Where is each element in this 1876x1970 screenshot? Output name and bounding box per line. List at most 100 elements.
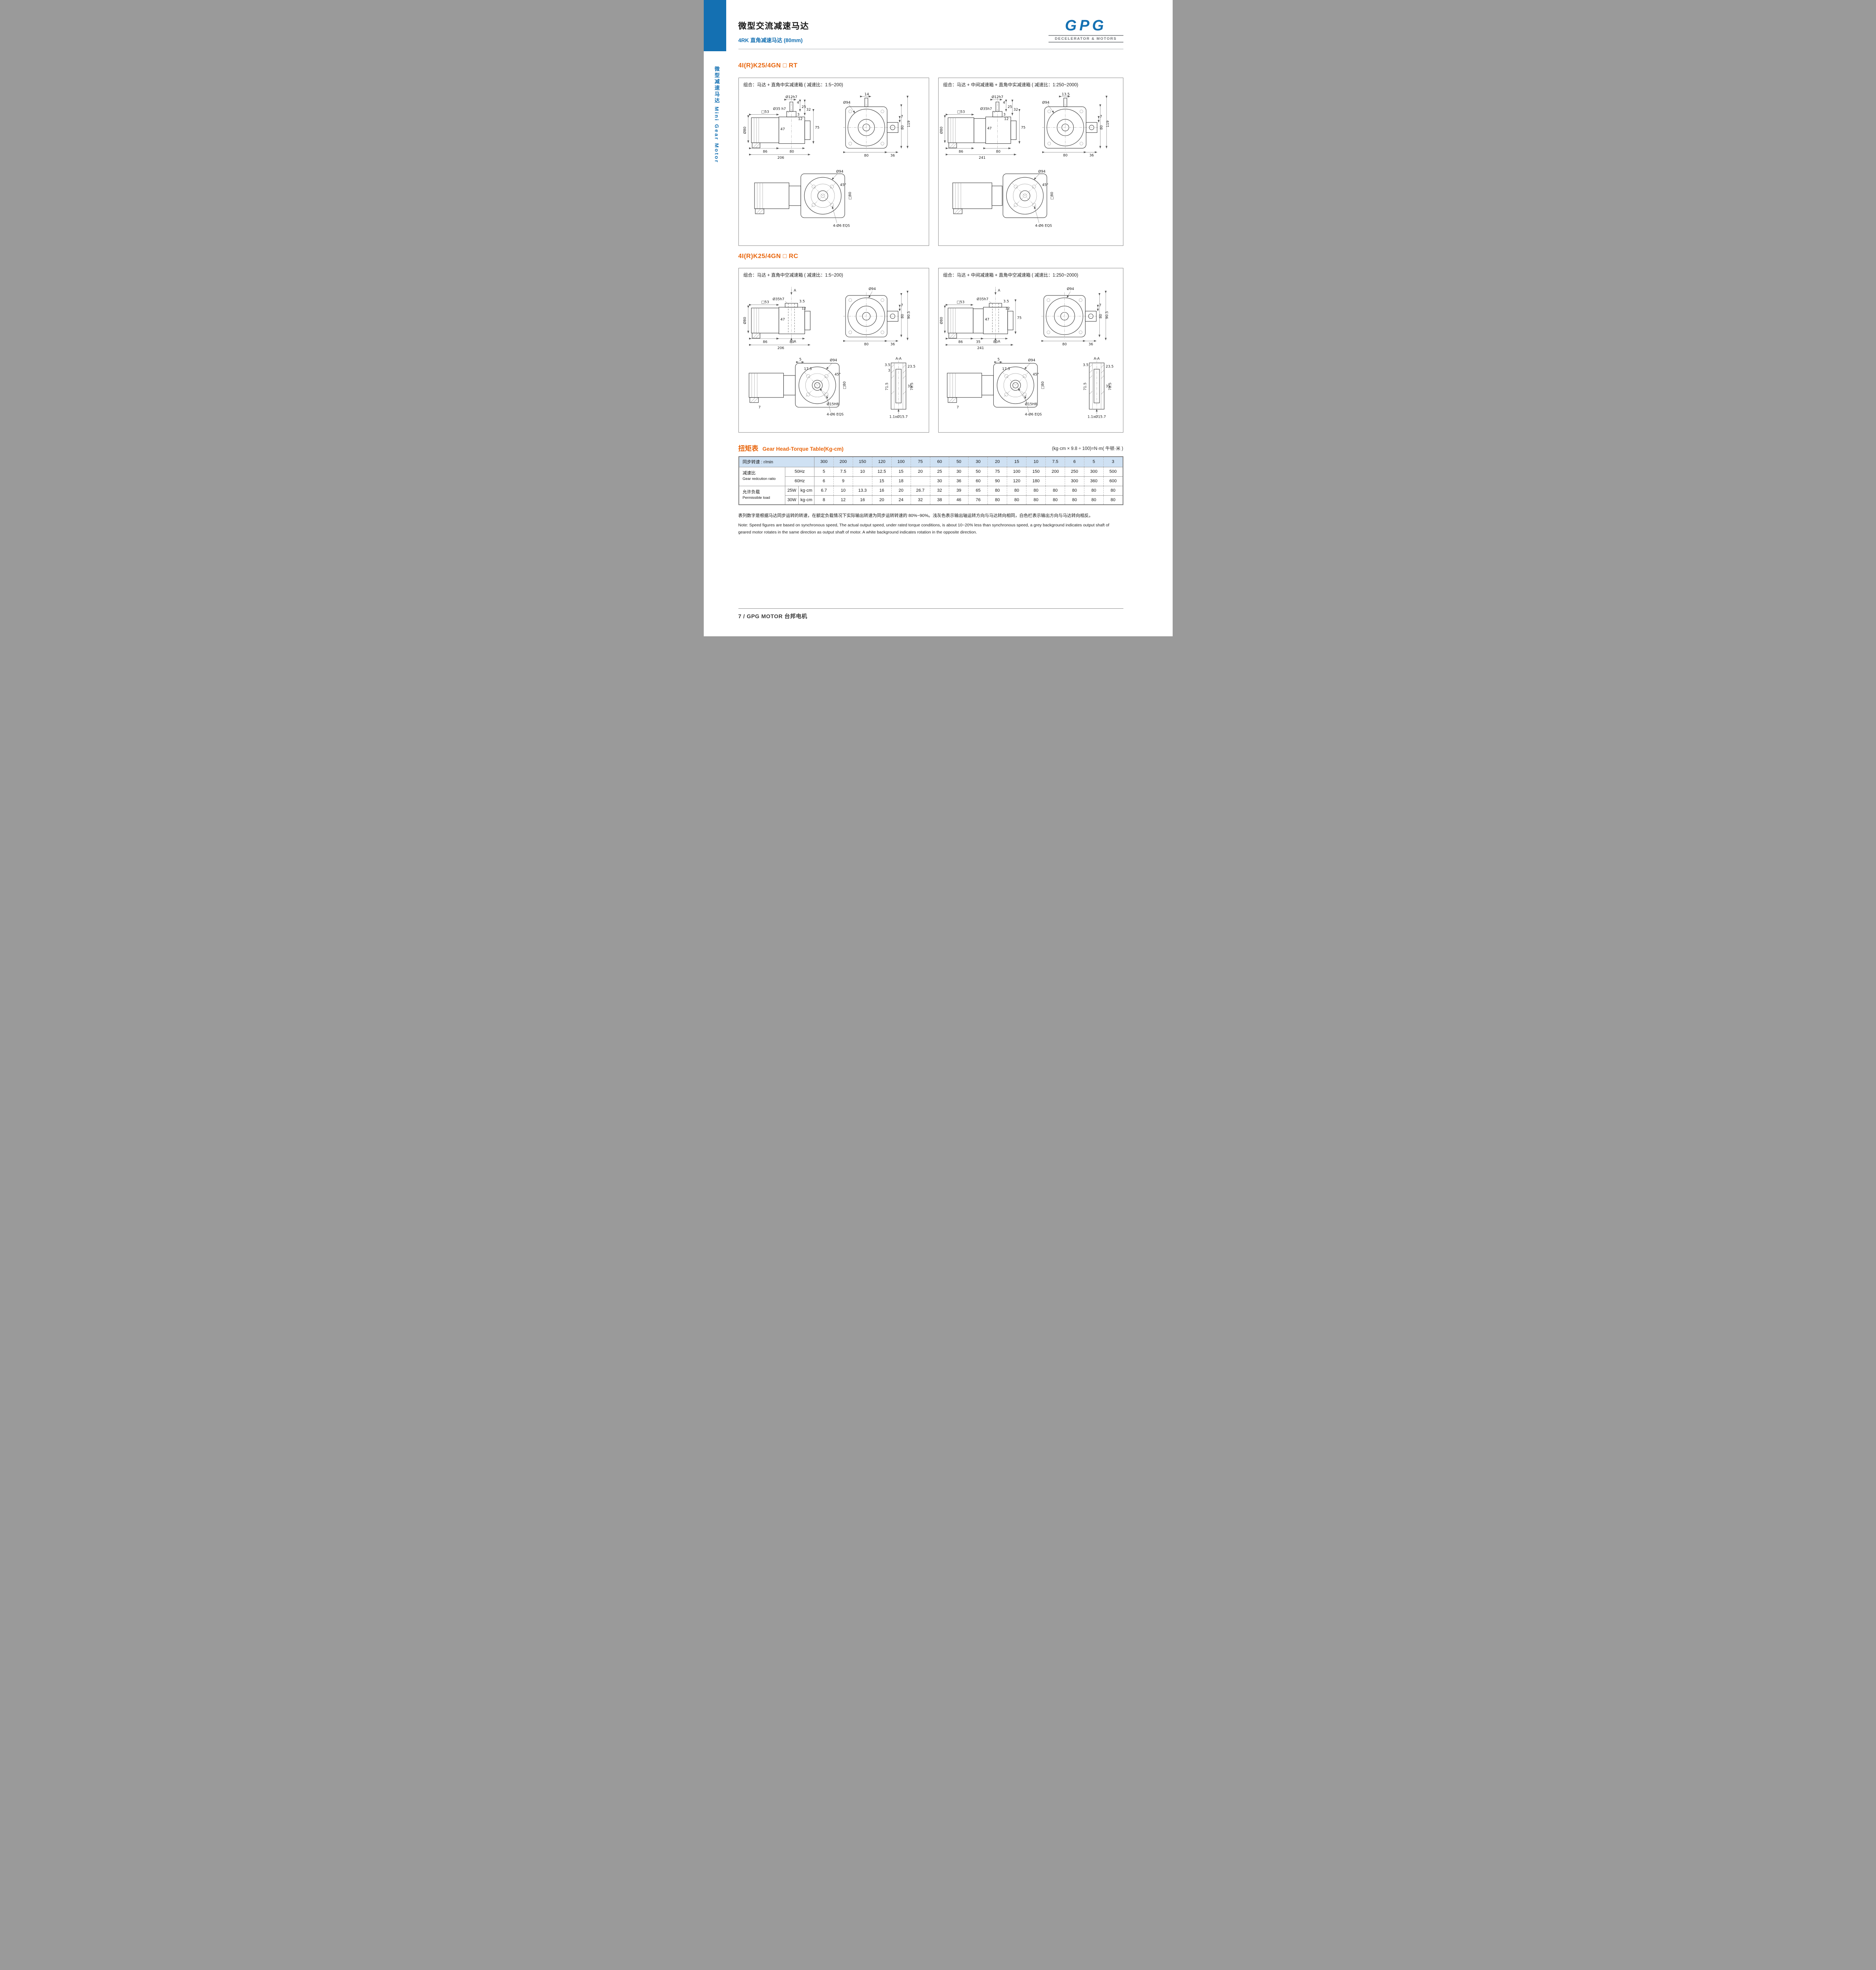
dim-label: 4 — [1003, 101, 1005, 105]
dim-label: 3 — [1003, 113, 1006, 117]
torque-value-cell: 16 — [872, 485, 892, 496]
dim-label: 80 — [789, 340, 794, 344]
dim-label: □53 — [761, 301, 769, 305]
torque-value-cell: 18 — [891, 476, 911, 486]
dim-label: 7 — [901, 304, 903, 308]
load-label-cn: 允许负载 — [742, 490, 760, 494]
section-label: A-A — [895, 357, 902, 361]
torque-value-cell: 12 — [833, 495, 853, 505]
dim-label: 80 — [1099, 314, 1103, 319]
footer-divider — [738, 608, 1123, 609]
dim-label: □80 — [1050, 192, 1054, 200]
dim-label: Ø15H8 — [827, 402, 839, 407]
dim-label: 78.5 — [1108, 383, 1112, 390]
table-notes: 表列数字是根据马达同步运转的转速，在额定负载情况下实际输出转速为同步运转转速的 … — [738, 512, 1123, 538]
dim-label: 12 — [798, 117, 802, 121]
page-header: 微型交流减速马达 4RK 直角减速马达 (80mm) — [738, 20, 809, 44]
dim-label: □80 — [842, 381, 846, 389]
dim-label: Ø94 — [843, 100, 850, 105]
ratio-label-cn: 减速比 — [742, 471, 756, 476]
dim-label: 71.5 — [885, 383, 889, 390]
torque-value-cell: 26.7 — [910, 485, 930, 496]
torque-value-cell: 80 — [1045, 495, 1065, 505]
speed-header-cell: 120 — [872, 456, 892, 467]
dim-label: 45° — [840, 183, 846, 187]
speed-header-cell: 60 — [930, 456, 950, 467]
unit-conversion-note: (kg·cm × 9.8 ÷ 100)=N·m( 牛顿·米 ) — [1052, 446, 1123, 451]
drawing-box-rc-hollow: 组合：马达 + 直角中空减速箱 ( 减速比：1:5~200) — [738, 268, 929, 433]
dim-label: 17.3 — [804, 367, 812, 371]
torque-heading-en: Gear Head-Torque Table(Kg-cm) — [762, 446, 844, 452]
torque-value-cell: 30 — [949, 466, 969, 477]
dim-label: 45° — [834, 373, 840, 377]
dim-label: 75 — [1021, 126, 1025, 130]
drawing-caption: 组合：马达 + 直角中实减速箱 ( 减速比：1:5~200) — [743, 83, 843, 87]
dim-label: 4 — [797, 101, 799, 105]
torque-value-cell: 90 — [987, 476, 1008, 486]
front-view: Ø94 7 80 90.5 80 36 — [843, 287, 911, 346]
section-heading-rc: 4I(R)K25/4GN □ RC — [738, 253, 798, 260]
torque-value-cell: 10 — [833, 485, 853, 496]
dim-label: 25 — [801, 105, 806, 109]
drawing-caption: 组合：马达 + 中间减速箱 + 直角中实减速箱 ( 减速比：1:250~2000… — [943, 83, 1078, 87]
side-view: A A Ø35h7 3.5 12 □53 47 75 Ø80 86 35 80 … — [939, 286, 1021, 350]
torque-value-cell: 360 — [1084, 476, 1104, 486]
unit-cell: kg·cm — [798, 485, 815, 496]
dim-label: 25 — [1008, 105, 1012, 109]
dim-label: 35 — [1106, 385, 1110, 388]
logo-brand-text: GPG — [1065, 17, 1107, 34]
dim-label: Ø12h7 — [991, 95, 1003, 99]
section-arrow-label: A — [794, 289, 796, 293]
torque-value-cell: 180 — [1026, 476, 1046, 486]
footer-text: 7 / GPG MOTOR 台邦电机 — [738, 613, 807, 619]
torque-value-cell: 250 — [1065, 466, 1084, 477]
torque-value-cell: 80 — [1026, 485, 1046, 496]
torque-value-cell: 80 — [1045, 485, 1065, 496]
section-heading-rt: 4I(R)K25/4GN □ RT — [738, 62, 798, 69]
speed-label-cell: 同步转速 : r/min — [738, 456, 815, 467]
torque-value-cell: 6 — [814, 476, 834, 486]
torque-heading-cn: 扭矩表 — [738, 445, 759, 452]
dim-label: 45° — [1032, 373, 1039, 377]
section-view-aa: A-A 3.5 23.5 35 78.5 71.5 1.1xØ15.7 — [1083, 357, 1114, 419]
dim-label: 47 — [780, 318, 785, 322]
torque-value-cell: 38 — [930, 495, 950, 505]
torque-value-cell: 20 — [891, 485, 911, 496]
speed-header-cell: 15 — [1007, 456, 1027, 467]
torque-value-cell: 80 — [1007, 485, 1027, 496]
dim-label: 206 — [777, 346, 784, 350]
front-view: 13.5 7 Ø94 80 119 80 36 — [1042, 93, 1110, 158]
dim-label: Ø80 — [939, 126, 943, 134]
torque-value-cell: 8 — [814, 495, 834, 505]
torque-value-cell: 80 — [1084, 485, 1104, 496]
dim-label: 17.3 — [1002, 367, 1010, 371]
dim-label: Ø80 — [742, 317, 747, 324]
torque-value-cell: 100 — [1007, 466, 1027, 477]
torque-value-cell: 60 — [968, 476, 988, 486]
dim-label: 90.5 — [907, 311, 911, 319]
torque-value-cell: 80 — [1084, 495, 1104, 505]
dim-label: 35 — [976, 340, 980, 344]
torque-value-cell: 65 — [968, 485, 988, 496]
torque-value-cell: 36 — [949, 476, 969, 486]
dim-label: 206 — [777, 156, 784, 160]
dim-label: Ø80 — [742, 126, 747, 134]
dim-label: 80 — [1062, 342, 1067, 346]
section-arrow-label: A — [998, 289, 1000, 293]
technical-drawing-rt-solid-1: Ø12h7 4 25 32 Ø35 h7 3 □53 47 75 12 Ø80 … — [742, 93, 911, 228]
dim-label: 80 — [1100, 125, 1104, 130]
dim-label: Ø35h7 — [980, 107, 992, 111]
speed-header-cell: 100 — [891, 456, 911, 467]
torque-value-cell: 300 — [1065, 476, 1084, 486]
dim-label: 86 — [763, 340, 768, 344]
side-view: Ø12h7 4 25 32 Ø35 h7 3 □53 47 75 12 Ø80 … — [742, 95, 819, 160]
dim-label: 36 — [890, 154, 895, 158]
dim-label: 36 — [1088, 342, 1093, 346]
corner-accent-block — [703, 0, 726, 51]
dim-label: Ø94 — [1028, 358, 1036, 362]
drawing-caption: 组合：马达 + 中间减速箱 + 直角中空减速箱 ( 减速比：1:250~2000… — [943, 273, 1078, 278]
dim-label: 47 — [987, 127, 991, 131]
torque-value-cell: 32 — [930, 485, 950, 496]
